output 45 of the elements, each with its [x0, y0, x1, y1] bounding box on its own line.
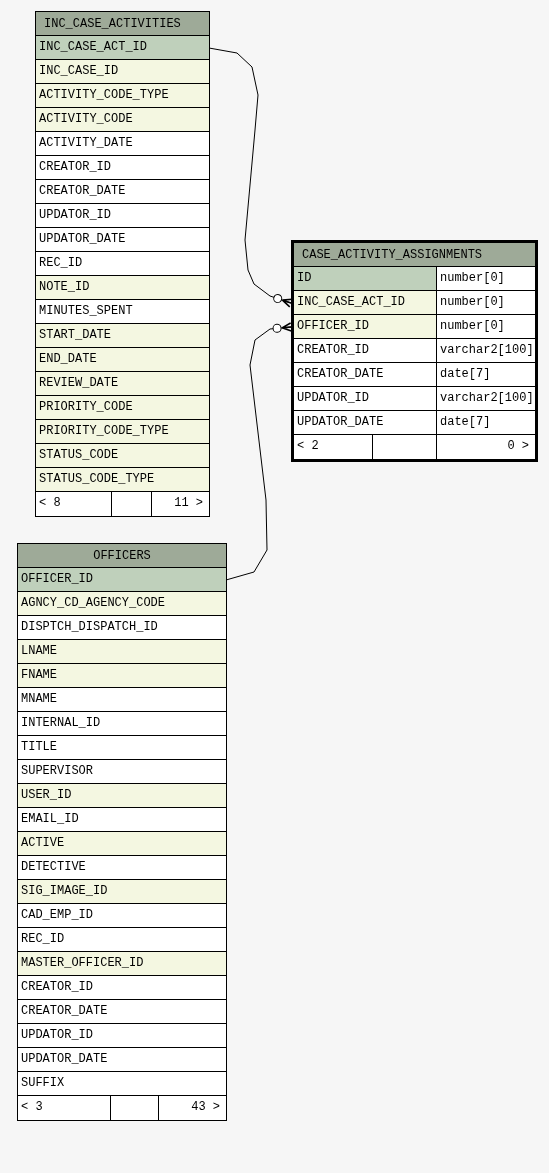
- row-count: 11 >: [173, 495, 204, 512]
- entity-table: [35, 11, 210, 517]
- column-type: varchar2[100]: [436, 339, 535, 362]
- entity-table: [291, 240, 538, 462]
- table-row: [294, 339, 535, 363]
- table-row: [18, 832, 226, 856]
- entity-table: [17, 543, 227, 1121]
- table-row: [18, 592, 226, 616]
- table-row: [36, 468, 209, 492]
- table-row: [18, 952, 226, 976]
- table-row: [36, 444, 209, 468]
- table-row: [36, 36, 209, 60]
- table-row: [36, 372, 209, 396]
- table-row: [36, 348, 209, 372]
- column-type: number[0]: [436, 267, 535, 290]
- table-row: [36, 84, 209, 108]
- table-row: [294, 267, 535, 291]
- table-row: [36, 276, 209, 300]
- table-row: [36, 396, 209, 420]
- table-row: [18, 784, 226, 808]
- table-row: [294, 291, 535, 315]
- table-row: [294, 387, 535, 411]
- table-row: [294, 411, 535, 435]
- table-name: OFFICERS: [18, 544, 226, 568]
- column-type: number[0]: [436, 315, 535, 338]
- table-row: [36, 324, 209, 348]
- row-count: 43 >: [190, 1099, 221, 1116]
- table-row: [18, 664, 226, 688]
- table-name: INC_CASE_ACTIVITIES: [36, 12, 209, 36]
- table-row: [18, 880, 226, 904]
- table-row: [36, 420, 209, 444]
- row-count: 0 >: [506, 438, 530, 455]
- column-type: number[0]: [436, 291, 535, 314]
- table-row: [36, 60, 209, 84]
- row-count: < 8: [38, 495, 62, 512]
- table-row: [18, 568, 226, 592]
- column-type: varchar2[100]: [436, 387, 535, 410]
- table-row: [18, 640, 226, 664]
- table-row: [294, 363, 535, 387]
- relationship-line: [225, 322, 293, 581]
- row-count: < 2: [296, 438, 320, 455]
- table-name: CASE_ACTIVITY_ASSIGNMENTS: [294, 243, 535, 267]
- table-row: [36, 108, 209, 132]
- row-count: < 3: [20, 1099, 44, 1116]
- table-row: [294, 315, 535, 339]
